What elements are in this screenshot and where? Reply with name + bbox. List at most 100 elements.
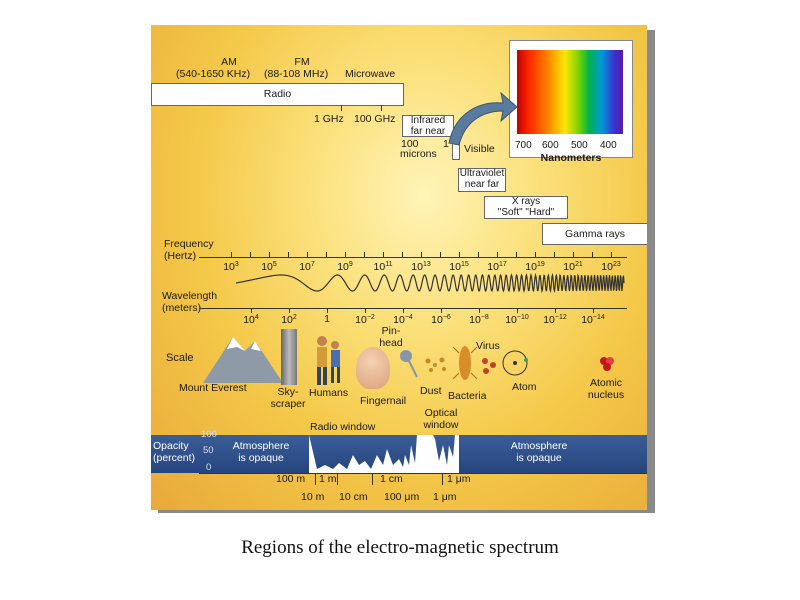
frequency-tick bbox=[440, 252, 441, 257]
atom-icon bbox=[502, 350, 528, 376]
frequency-tick-label: 105 bbox=[261, 261, 277, 273]
frequency-tick bbox=[592, 252, 593, 257]
nm-700: 700 bbox=[515, 140, 532, 151]
freq-100ghz: 100 GHz bbox=[354, 113, 396, 125]
optical-window-label: Optical window bbox=[423, 407, 459, 431]
tick bbox=[341, 105, 342, 111]
gamma-band: Gamma rays bbox=[542, 223, 647, 245]
nucleus-label: Atomic nucleus bbox=[587, 377, 625, 401]
bottom-row1-3: 1 μm bbox=[447, 473, 471, 485]
frequency-tick bbox=[307, 252, 308, 257]
frequency-tick bbox=[326, 252, 327, 257]
tick bbox=[337, 473, 338, 485]
wavelength-tick-label: 10−10 bbox=[505, 314, 529, 326]
frequency-tick-label: 109 bbox=[337, 261, 353, 273]
tick bbox=[315, 473, 316, 485]
bottom-row2-2: 100 μm bbox=[384, 491, 420, 503]
frequency-tick bbox=[535, 252, 536, 257]
frequency-tick bbox=[345, 252, 346, 257]
fm-label: FM bbox=[294, 56, 310, 68]
frequency-tick bbox=[250, 252, 251, 257]
opacity-label: Opacity (percent) bbox=[153, 440, 196, 464]
infrared-band: Infrared far near bbox=[402, 115, 454, 137]
humans-label: Humans bbox=[309, 387, 349, 399]
frequency-tick bbox=[364, 252, 365, 257]
bottom-row2-1: 10 cm bbox=[339, 491, 368, 503]
xray-band: X rays "Soft" "Hard" bbox=[484, 196, 568, 219]
dust-label: Dust bbox=[420, 385, 442, 397]
frequency-tick bbox=[402, 252, 403, 257]
frequency-axis-line bbox=[199, 257, 627, 258]
frequency-tick-label: 1021 bbox=[563, 261, 583, 273]
frequency-axis-unit: (Hertz) bbox=[164, 250, 197, 262]
bottom-row1-0: 100 m bbox=[276, 473, 306, 485]
opacity-0: 0 bbox=[206, 462, 212, 473]
infrared-label: Infrared bbox=[410, 115, 446, 126]
bottom-row1-2: 1 cm bbox=[380, 473, 403, 485]
opaque-right-label: Atmosphere is opaque bbox=[510, 440, 568, 464]
nucleus-icon bbox=[600, 357, 614, 371]
frequency-tick bbox=[516, 252, 517, 257]
frequency-tick bbox=[288, 252, 289, 257]
frequency-tick-label: 1023 bbox=[601, 261, 621, 273]
wavelength-tick bbox=[441, 308, 442, 313]
tick bbox=[442, 473, 443, 485]
wavelength-tick-label: 10−14 bbox=[581, 314, 605, 326]
visible-label: Visible bbox=[464, 143, 495, 155]
infrared-sub-label: far near bbox=[410, 125, 446, 137]
bacteria-label: Bacteria bbox=[448, 390, 487, 402]
wavelength-tick bbox=[327, 308, 328, 313]
wavelength-tick-label: 10−6 bbox=[431, 314, 451, 326]
microns-label: microns bbox=[400, 148, 437, 160]
opaque-left-label: Atmosphere is opaque bbox=[232, 440, 290, 464]
micron-100: 100 bbox=[401, 138, 419, 150]
wavelength-tick-label: 10−12 bbox=[543, 314, 567, 326]
microwave-label: Microwave bbox=[345, 68, 396, 80]
wavelength-axis-label: Wavelength bbox=[162, 290, 218, 302]
wavelength-tick bbox=[517, 308, 518, 313]
tick bbox=[381, 105, 382, 111]
nanometers-label: Nanometers bbox=[540, 152, 602, 164]
micron-1: 1 bbox=[443, 138, 449, 150]
frequency-tick bbox=[497, 252, 498, 257]
wavelength-axis-unit: (meters) bbox=[162, 302, 202, 314]
freq-1ghz: 1 GHz bbox=[314, 113, 344, 125]
frequency-tick-label: 1011 bbox=[373, 261, 393, 273]
radio-window-label: Radio window bbox=[310, 421, 376, 433]
opacity-50: 50 bbox=[203, 445, 214, 456]
xray-sub-label: "Soft" "Hard" bbox=[497, 206, 555, 218]
wavelength-tick-label: 10−2 bbox=[355, 314, 375, 326]
wavelength-axis-line bbox=[199, 308, 627, 309]
atmosphere-window-shape bbox=[309, 435, 459, 473]
tick bbox=[372, 473, 373, 485]
wave-graphic bbox=[236, 272, 625, 294]
mountain-icon bbox=[203, 337, 283, 383]
frequency-tick bbox=[554, 252, 555, 257]
am-range-label: (540-1650 KHz) bbox=[176, 68, 251, 80]
frequency-tick-label: 107 bbox=[299, 261, 315, 273]
frequency-tick bbox=[611, 252, 612, 257]
frequency-tick-label: 103 bbox=[223, 261, 239, 273]
visible-spectrum-gradient bbox=[517, 50, 623, 134]
virus-label: Virus bbox=[476, 340, 500, 352]
spectrum-diagram: AM (540-1650 KHz) FM (88-108 MHz) Microw… bbox=[151, 25, 647, 510]
bottom-row1-1: 1 m bbox=[319, 473, 337, 485]
wavelength-tick bbox=[555, 308, 556, 313]
pinhead-label: Pin- head bbox=[379, 325, 403, 349]
scale-label: Scale bbox=[166, 352, 194, 364]
bottom-row2-3: 1 μm bbox=[433, 491, 457, 503]
pin-icon bbox=[400, 350, 418, 378]
fm-range-label: (88-108 MHz) bbox=[264, 68, 329, 80]
wavelength-tick bbox=[365, 308, 366, 313]
wavelength-tick-label: 102 bbox=[281, 314, 297, 326]
frequency-tick bbox=[231, 252, 232, 257]
atom-label: Atom bbox=[512, 381, 537, 393]
bottom-row2-0: 10 m bbox=[301, 491, 325, 503]
dust-icon bbox=[425, 357, 446, 372]
frequency-axis-label: Frequency bbox=[164, 238, 214, 250]
nm-600: 600 bbox=[542, 140, 559, 151]
frequency-tick-label: 1019 bbox=[525, 261, 545, 273]
opacity-100: 100 bbox=[201, 429, 217, 440]
wavelength-tick-label: 10−8 bbox=[469, 314, 489, 326]
skyscraper-icon bbox=[281, 329, 297, 385]
